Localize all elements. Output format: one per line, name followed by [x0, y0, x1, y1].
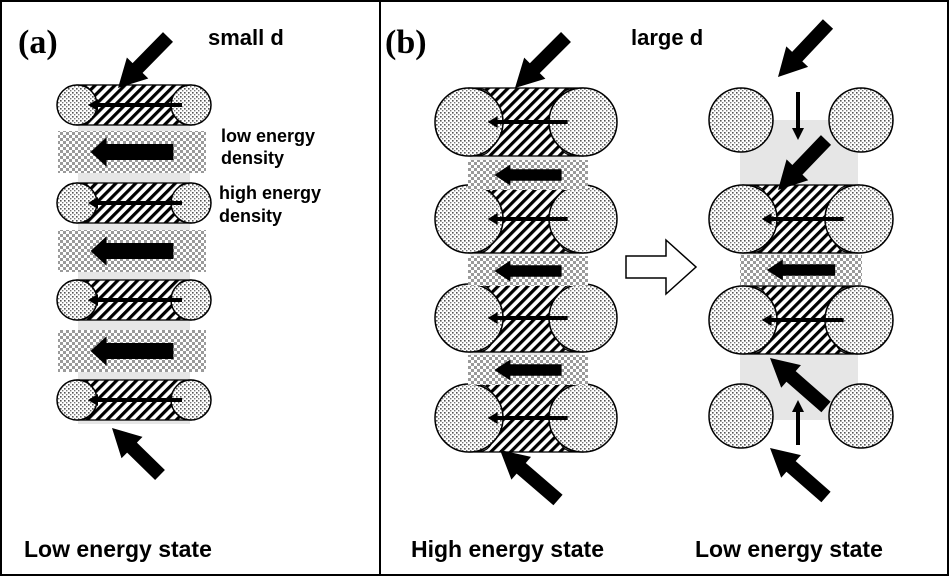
wall-arrow-head [487, 312, 498, 324]
domain-wall [56, 182, 212, 224]
panel-b-caption-high: High energy state [411, 536, 604, 562]
domain-arrow [766, 259, 836, 281]
wall-arrow-head [88, 394, 98, 406]
wall-arrow-head [761, 213, 772, 225]
field-arrow-icon [770, 358, 831, 413]
field-arrows [112, 19, 834, 506]
note-high-line1: high energy [219, 183, 321, 203]
domain-wall [708, 285, 894, 355]
field-arrow-icon [778, 19, 834, 77]
panel-b-label: (b) [385, 24, 427, 61]
transition-arrow-icon [625, 238, 698, 296]
panel-b-caption-low: Low energy state [695, 536, 883, 562]
domain-wall [56, 84, 212, 126]
domain-wall [56, 279, 212, 321]
field-arrow-icon [112, 428, 165, 481]
wall-arrow-head [487, 213, 498, 225]
panel-a-stack [56, 84, 212, 421]
domain-arrow [494, 359, 562, 381]
vortex-free [828, 383, 894, 449]
wall-arrow-head [88, 197, 98, 209]
field-arrow-icon [778, 135, 832, 190]
domain-arrow [494, 260, 562, 282]
domain-wall [434, 383, 618, 453]
wall-arrow-head [88, 99, 98, 111]
panel-a-caption: Low energy state [24, 536, 212, 562]
panel-a-title: small d [208, 25, 284, 50]
domain-wall [434, 283, 618, 353]
domain-wall [434, 184, 618, 254]
domain-arrow [90, 336, 174, 366]
domain-wall [708, 184, 894, 254]
domain-arrow [90, 236, 174, 266]
note-high-line2: density [219, 206, 282, 226]
field-arrow-icon [500, 450, 563, 506]
wall-arrow-head [761, 314, 772, 326]
vortex-free [708, 87, 774, 153]
vortex-free [828, 87, 894, 153]
panel-b-low-stack [708, 87, 894, 449]
vortex-free [708, 383, 774, 449]
panel-b-title: large d [631, 25, 703, 50]
field-arrow-icon [118, 32, 173, 88]
wall-arrow-head [487, 412, 498, 424]
domain-wall [56, 379, 212, 421]
wall-arrow-head [88, 294, 98, 306]
domain-arrow [494, 164, 562, 186]
thin-arrow-up-head [792, 400, 804, 412]
panel-b-high-stack [434, 87, 618, 453]
field-arrow-icon [770, 448, 831, 503]
domain-wall [434, 87, 618, 157]
wall-arrow-head [487, 116, 498, 128]
note-low-line2: density [221, 148, 284, 168]
panel-a-label: (a) [18, 24, 58, 61]
field-arrow-icon [515, 32, 571, 88]
thin-arrow-down-head [792, 128, 804, 140]
domain-arrow [90, 137, 174, 167]
note-low-line1: low energy [221, 126, 315, 146]
